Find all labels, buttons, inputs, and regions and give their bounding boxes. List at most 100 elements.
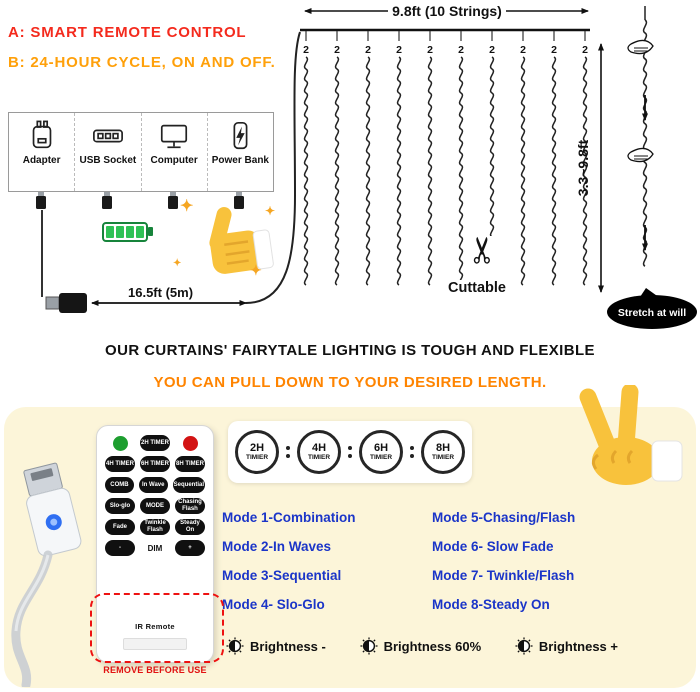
timer-word: TIMIER <box>245 453 269 461</box>
usb-plug-icon <box>45 293 87 313</box>
power-source-usb-socket: USB Socket <box>74 113 140 191</box>
scissors-icon: ✂ <box>462 234 504 266</box>
usb-socket-icon <box>92 129 123 143</box>
timer-word: TIMIER <box>369 453 393 461</box>
badge-separator <box>348 446 352 458</box>
remote-button: Sequential <box>172 477 205 493</box>
timer-badge-6h: 6H TIMIER <box>359 430 403 474</box>
string-count-label: 2 <box>458 44 464 56</box>
string-count-label: 2 <box>396 44 402 56</box>
brightness-minus: Brightness - <box>226 637 326 655</box>
remote-button: 4H TIMER <box>105 456 135 472</box>
timer-badge-8h: 8H TIMIER <box>421 430 465 474</box>
string-count-label: 2 <box>520 44 526 56</box>
remote-button: Chasing Flash <box>175 498 205 514</box>
cable-curve <box>245 31 301 304</box>
brightness-label: Brightness 60% <box>383 638 482 654</box>
sparkle-icon: ✦ <box>265 204 276 218</box>
timer-badges-box: 2H TIMIER 4H TIMIER 6H TIMIER 8H TIMIER <box>228 421 472 483</box>
power-source-power-bank: Power Bank <box>206 113 273 191</box>
feature-label-b: B: 24-HOUR CYCLE, ON AND OFF. <box>8 54 276 71</box>
mode-item: Mode 6- Slow Fade <box>432 539 554 554</box>
remote-button: Fade <box>105 519 135 535</box>
remove-tab-highlight <box>90 593 224 663</box>
brightness-label: Brightness + <box>538 638 618 654</box>
power-source-label: Adapter <box>22 155 61 166</box>
battery-icon <box>102 222 153 242</box>
mode-item: Mode 2-In Waves <box>222 539 332 554</box>
brightness-60: Brightness 60% <box>359 637 482 655</box>
brightness-legend: Brightness - Brightness 60% Brightness + <box>226 637 618 655</box>
lightning-bolt-icon <box>236 126 246 146</box>
brightness-label: Brightness - <box>250 638 326 654</box>
remote-button: Steady On <box>175 519 205 535</box>
curtain-diagram: 2 2 2 2 2 2 2 2 2 2 9.8ft (10 Strings) 3… <box>36 3 697 329</box>
timer-hours: 6H <box>373 441 389 454</box>
power-source-box: Adapter USB Socket Computer <box>8 112 274 192</box>
hand-icon <box>627 147 654 163</box>
remote-mode-button: MODE <box>140 498 170 514</box>
height-measure-label: 3.3~9.8ft <box>575 139 591 196</box>
sparkle-icon: ✦ <box>173 258 182 269</box>
remote-dim-minus-button: - <box>105 540 135 556</box>
cuttable-label: Cuttable <box>446 280 508 296</box>
power-source-label: USB Socket <box>79 155 137 166</box>
remote-dim-plus-button: + <box>175 540 205 556</box>
battery-pull-tab <box>123 638 187 650</box>
remote-on-button <box>112 435 128 451</box>
string-count-label: 2 <box>365 44 371 56</box>
stretch-bubble: Stretch at will <box>607 288 697 329</box>
computer-icon <box>161 124 188 149</box>
mode-item: Mode 3-Sequential <box>222 568 342 583</box>
adapter-icon <box>32 120 51 149</box>
brightness-icon <box>514 637 533 655</box>
string-count-label: 2 <box>427 44 433 56</box>
remove-before-use-warning: REMOVE BEFORE USE <box>103 665 207 675</box>
power-source-label: Power Bank <box>211 155 269 166</box>
timer-word: TIMIER <box>431 453 455 461</box>
usb-connector-icon <box>36 191 244 209</box>
brightness-plus: Brightness + <box>514 637 618 655</box>
remote-button: Twinkle Flash <box>140 519 170 535</box>
mode-item: Mode 8-Steady On <box>432 597 550 612</box>
badge-separator <box>286 446 290 458</box>
feature-label-a: A: SMART REMOTE CONTROL <box>8 24 247 41</box>
power-bank-icon <box>233 121 248 150</box>
brightness-icon <box>359 637 378 655</box>
brightness-icon <box>226 637 244 655</box>
victory-hand-icon <box>579 385 683 485</box>
timer-hours: 4H <box>311 441 327 454</box>
ir-remote-label: IR Remote <box>135 622 175 631</box>
stretch-bubble-text: Stretch at will <box>618 307 686 319</box>
string-count-label: 2 <box>551 44 557 56</box>
string-count-label: 2 <box>489 44 495 56</box>
power-source-label: Computer <box>150 155 198 166</box>
timer-badge-2h: 2H TIMIER <box>235 430 279 474</box>
width-measure-label: 9.8ft (10 Strings) <box>392 3 502 19</box>
remote-button: 6H TIMER <box>140 456 170 472</box>
string-count-label: 2 <box>582 44 588 56</box>
power-source-computer: Computer <box>140 113 207 191</box>
remote-button: 8H TIMER <box>175 456 205 472</box>
thumbs-up-icon <box>209 207 274 274</box>
timer-hours: 8H <box>435 441 451 454</box>
string-count-label: 2 <box>334 44 340 56</box>
sparkle-icon: ✦ <box>180 198 194 215</box>
remote-info-panel: 2H TIMER 4H TIMER 6H TIMER 8H TIMER COMB… <box>4 385 696 688</box>
mode-item: Mode 1-Combination <box>222 510 356 525</box>
cable-length-label: 16.5ft (5m) <box>126 285 196 300</box>
remote-button: COMB <box>105 477 134 493</box>
mode-item: Mode 5-Chasing/Flash <box>432 510 576 525</box>
hand-icon <box>627 39 654 55</box>
ir-remote-control: 2H TIMER 4H TIMER 6H TIMER 8H TIMER COMB… <box>96 425 214 663</box>
mode-item: Mode 7- Twinkle/Flash <box>432 568 575 583</box>
remote-button: 2H TIMER <box>140 435 170 451</box>
mode-item: Mode 4- Slo-Glo <box>222 597 325 612</box>
mode-list-right: Mode 5-Chasing/Flash Mode 6- Slow Fade M… <box>432 510 575 612</box>
remote-button: Slo-glo <box>105 498 135 514</box>
string-count-label: 2 <box>303 44 309 56</box>
timer-word: TIMIER <box>307 453 331 461</box>
remote-button: In Wave <box>138 477 168 493</box>
mode-list-left: Mode 1-Combination Mode 2-In Waves Mode … <box>222 510 356 612</box>
power-source-adapter: Adapter <box>9 113 74 191</box>
